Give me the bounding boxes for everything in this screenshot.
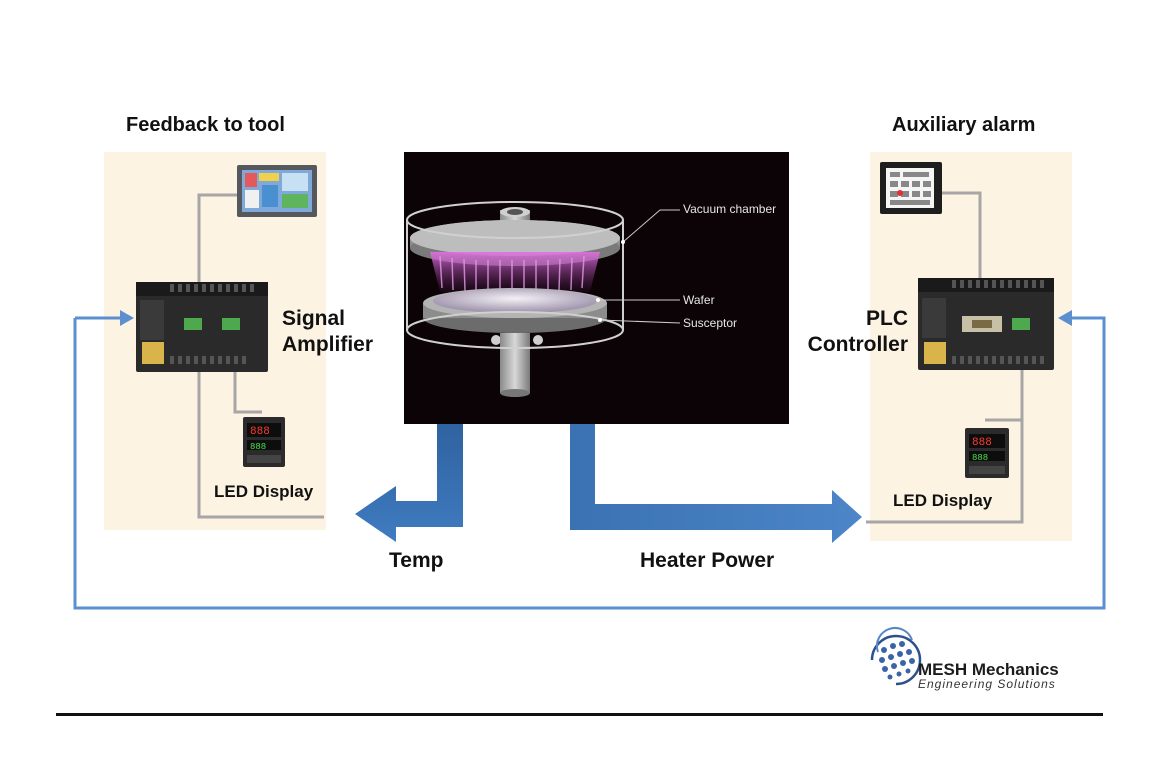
- right-wiring: [866, 191, 1024, 524]
- right-hmi-panel: [880, 162, 942, 214]
- left-led-display-device: 888 888: [243, 417, 285, 467]
- mesh-logo-mark: [870, 627, 922, 686]
- left-led-display-label: LED Display: [214, 482, 314, 501]
- plc-controller-label-line2: Controller: [807, 333, 908, 356]
- vacuum-chamber-label: Vacuum chamber: [683, 202, 777, 216]
- wafer-label: Wafer: [683, 293, 715, 307]
- plc-controller-label-line1: PLC: [866, 307, 908, 330]
- heater-power-flow-arrow: [570, 424, 862, 543]
- signal-amplifier-label-line2: Amplifier: [282, 333, 374, 356]
- right-panel-title: Auxiliary alarm: [892, 114, 1036, 136]
- left-plc-unit: [136, 282, 268, 372]
- logo-name: MESH Mechanics: [918, 660, 1059, 679]
- vacuum-chamber-image: [404, 152, 789, 424]
- temp-flow-arrow: [355, 424, 463, 542]
- feedback-arrowhead-right: [1058, 310, 1072, 326]
- svg-text:888: 888: [972, 453, 988, 463]
- heater-power-label: Heater Power: [640, 549, 775, 572]
- left-hmi-panel: [237, 165, 317, 217]
- signal-amplifier-label: Signal Amplifier: [282, 306, 373, 358]
- svg-text:888: 888: [972, 437, 992, 449]
- right-led-display-label: LED Display: [893, 491, 993, 510]
- feedback-arrowhead-left: [120, 310, 134, 326]
- footer-divider: [56, 713, 1103, 716]
- susceptor-label: Susceptor: [683, 316, 738, 330]
- svg-text:888: 888: [250, 442, 266, 452]
- svg-text:888: 888: [250, 426, 270, 438]
- signal-amplifier-label-line1: Signal: [282, 307, 346, 330]
- right-led-display-device: 888 888: [965, 428, 1009, 478]
- logo-tagline: Engineering Solutions: [918, 677, 1056, 691]
- outer-feedback-line: [73, 316, 1106, 610]
- right-plc-unit: [918, 278, 1054, 370]
- left-panel-title: Feedback to tool: [126, 114, 285, 136]
- plc-controller-label: PLC Controller: [800, 306, 908, 358]
- temp-label: Temp: [389, 549, 444, 572]
